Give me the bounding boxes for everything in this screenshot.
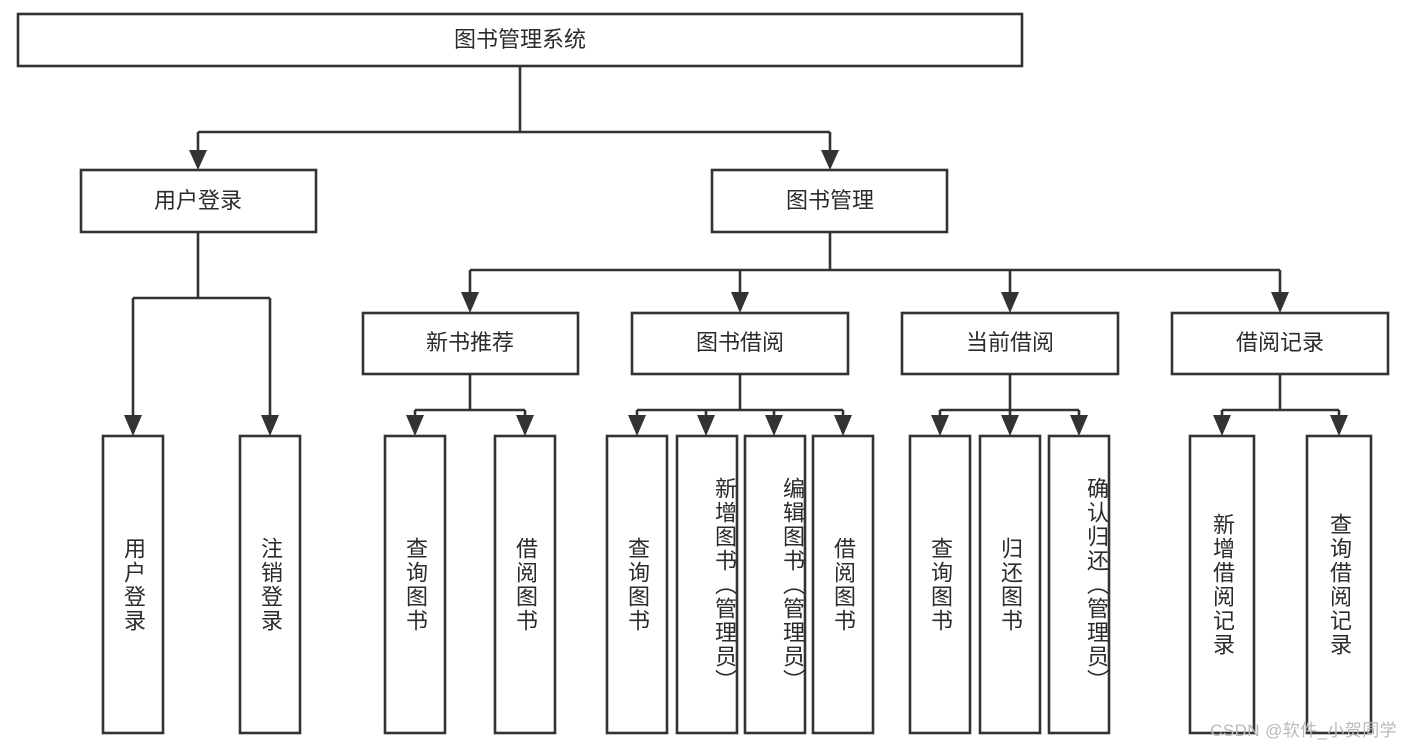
node-book-borrow-box[interactable] <box>630 311 850 376</box>
leaf-box-query-borrow-record[interactable] <box>1305 434 1373 735</box>
arrow-head-borrowrecord <box>1271 292 1289 313</box>
arrow-head-borrowrecord-leaf1 <box>1213 415 1231 436</box>
leaf-box-add-borrow-record[interactable] <box>1188 434 1256 735</box>
node-user-login[interactable]: 用户登录 <box>79 168 318 234</box>
node-new-book-recommend[interactable]: 新书推荐 <box>361 311 580 376</box>
node-book-manage-box[interactable] <box>710 168 949 234</box>
leaf-box-group <box>101 434 1373 735</box>
node-book-manage-label: 图书管理 <box>786 188 874 213</box>
leaf-box-edit-book-admin[interactable] <box>743 434 807 735</box>
leaf-box-add-book-admin[interactable] <box>675 434 739 735</box>
arrow-head-currentborrow-leaf3 <box>1070 415 1088 436</box>
connector-group-currentborrow-to-leaves <box>931 374 1088 436</box>
node-current-borrow-label: 当前借阅 <box>966 330 1054 355</box>
arrow-head-bookborrow <box>731 292 749 313</box>
leaf-box-borrow-book-1[interactable] <box>493 434 557 735</box>
connector-group-borrowrecord-to-leaves <box>1213 374 1348 436</box>
connector-group-userlogin-to-leaves <box>124 232 279 436</box>
connector-group-newbook-to-leaves <box>406 374 534 436</box>
leaf-box-user-login[interactable] <box>101 434 165 735</box>
arrow-head-currentborrow <box>1001 292 1019 313</box>
arrow-head-newbook-leaf1 <box>406 415 424 436</box>
arrow-head-book-manage <box>821 150 839 170</box>
leaf-box-confirm-return-admin[interactable] <box>1047 434 1111 735</box>
node-book-borrow[interactable]: 图书借阅 <box>630 311 850 376</box>
arrow-head-newbook-leaf2 <box>516 415 534 436</box>
node-root-box[interactable] <box>16 12 1024 68</box>
leaf-box-query-book-2[interactable] <box>605 434 669 735</box>
node-root[interactable]: 图书管理系统 <box>16 12 1024 68</box>
arrow-head-leaf-logout <box>261 415 279 436</box>
node-book-borrow-label: 图书借阅 <box>696 330 784 355</box>
arrow-head-newbook <box>461 292 479 313</box>
node-borrow-record-box[interactable] <box>1170 311 1390 376</box>
connector-group-bookmanage-to-level3 <box>461 232 1289 313</box>
leaf-box-logout[interactable] <box>238 434 302 735</box>
arrow-head-bookborrow-leaf4 <box>834 415 852 436</box>
node-new-book-recommend-box[interactable] <box>361 311 580 376</box>
leaf-box-query-book-3[interactable] <box>908 434 972 735</box>
connector-group-bookborrow-to-leaves <box>628 374 852 436</box>
csdn-watermark: CSDN @软件_小贺同学 <box>1210 721 1397 740</box>
node-book-manage[interactable]: 图书管理 <box>710 168 949 234</box>
leaf-box-borrow-book-2[interactable] <box>811 434 875 735</box>
arrow-head-borrowrecord-leaf2 <box>1330 415 1348 436</box>
arrow-head-user-login <box>189 150 207 170</box>
node-borrow-record[interactable]: 借阅记录 <box>1170 311 1390 376</box>
arrow-head-leaf-user-login <box>124 415 142 436</box>
node-user-login-box[interactable] <box>79 168 318 234</box>
leaf-box-query-book-1[interactable] <box>383 434 447 735</box>
node-new-book-recommend-label: 新书推荐 <box>426 330 514 355</box>
node-root-label: 图书管理系统 <box>454 27 586 52</box>
node-borrow-record-label: 借阅记录 <box>1236 330 1324 355</box>
node-current-borrow-box[interactable] <box>900 311 1120 376</box>
arrow-head-currentborrow-leaf1 <box>931 415 949 436</box>
arrow-head-currentborrow-leaf2 <box>1001 415 1019 436</box>
leaf-box-return-book[interactable] <box>978 434 1042 735</box>
arrow-head-bookborrow-leaf3 <box>765 415 783 436</box>
connector-group-root-to-level2 <box>189 66 839 170</box>
arrow-head-bookborrow-leaf1 <box>628 415 646 436</box>
node-current-borrow[interactable]: 当前借阅 <box>900 311 1120 376</box>
arrow-head-bookborrow-leaf2 <box>697 415 715 436</box>
node-user-login-label: 用户登录 <box>154 188 242 213</box>
